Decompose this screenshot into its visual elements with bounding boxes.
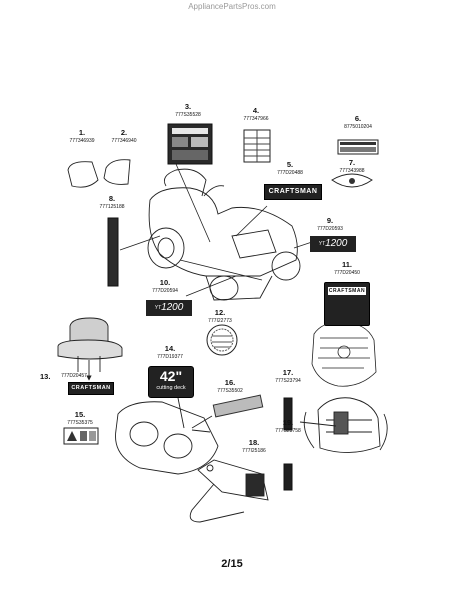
decal-18-shape [283,463,293,491]
callout-1: 1.777346939 [69,128,95,144]
seat-drawing [57,317,123,381]
craftsman-decal-5: CRAFTSMAN [264,184,322,200]
leader-lines [119,163,313,297]
engine-drawing [311,321,377,387]
callout-19: 19.777S23758 [275,418,301,434]
callout-15: 15.777S35375 [67,410,93,426]
callout-7: 7.777343988 [339,158,365,174]
callout-13: 13. [40,372,51,381]
mower-deck-drawing [115,397,219,475]
decal-17-shape [283,397,293,431]
callout-17: 17.777S23794 [275,368,301,384]
callout-16: 16.777S35502 [217,378,243,394]
callout-12: 12.777I22773 [208,308,232,324]
model-number: 1200 [161,302,184,313]
callout-14: 14.777D19377 [157,344,183,360]
callout-10: 10.777D20594 [152,278,178,294]
deck-decal-14: 42" cutting deck [148,366,194,398]
decal-16-shape [212,394,264,418]
model-decal-10: YT1200 [146,300,192,316]
deck-size: 42" [159,368,183,384]
decal-8-shape [107,217,119,287]
callout-4: 4.777347966 [243,106,269,122]
callout-13-part: 777D20457 [61,373,87,379]
decal-1-shape [67,161,99,188]
craftsman-logo-text: CRAFTSMAN [328,287,366,295]
rear-fender-drawing [299,397,388,453]
tractor-drawing [147,168,301,301]
page-number: 2/15 [221,558,243,570]
callout-5: 5.777D20488 [277,160,303,176]
callout-3: 3.777S35528 [175,102,201,118]
craftsman-plate-11: CRAFTSMAN [324,282,370,326]
callout-9: 9.777D20593 [317,216,343,232]
watermark: AppliancePartsPros.com [188,2,276,11]
craftsman-decal-13: CRAFTSMAN [68,382,114,395]
callout-6: 6.8775010204 [344,114,372,130]
model-prefix: YT [154,305,162,311]
model-prefix: YT [318,241,326,247]
decal-2-shape [103,159,131,185]
callout-11: 11.777D20450 [334,260,360,276]
model-decal-9: YT1200 [310,236,356,252]
callout-2: 2.777346940 [111,128,137,144]
callout-18: 18.777I25186 [242,438,266,454]
model-number: 1200 [325,238,348,249]
deck-label: cutting deck [156,385,186,391]
pedal-drawing [189,459,269,523]
callout-8: 8.777125188 [99,194,125,210]
